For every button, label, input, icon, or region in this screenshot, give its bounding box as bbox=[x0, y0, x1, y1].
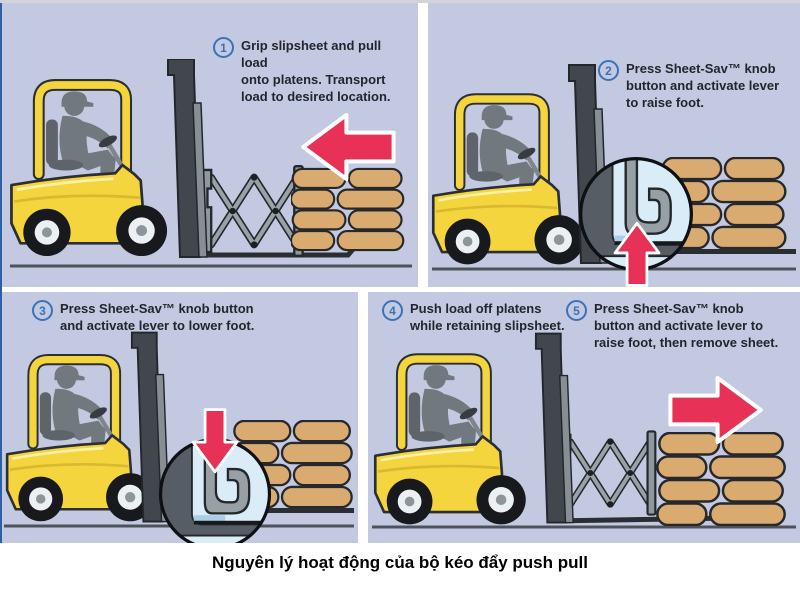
panel-steps-4-5: 4 Push load off platens while retaining … bbox=[368, 292, 800, 543]
step-5-number: 5 bbox=[566, 300, 587, 321]
pantograph bbox=[562, 431, 656, 514]
mast bbox=[167, 59, 208, 258]
mast bbox=[534, 332, 575, 524]
left-border-strip bbox=[0, 3, 2, 543]
load-stack bbox=[656, 432, 786, 526]
step-3-number: 3 bbox=[32, 300, 53, 321]
panel-step-2: 2 Press Sheet-Sav™ knob button and activ… bbox=[428, 3, 800, 287]
forklift bbox=[375, 359, 525, 524]
top-border-strip bbox=[0, 0, 800, 3]
figure-caption: Nguyên lý hoạt động của bộ kéo đẩy push … bbox=[212, 553, 588, 572]
pantograph bbox=[202, 166, 303, 256]
step-4-text: Push load off platens while retaining sl… bbox=[410, 301, 565, 333]
panel-step-1: 1 Grip slipsheet and pull load onto plat… bbox=[2, 3, 418, 287]
step-2-label: 2 Press Sheet-Sav™ knob button and activ… bbox=[598, 60, 798, 112]
step-2-illustration bbox=[428, 63, 796, 287]
step-3-label: 3 Press Sheet-Sav™ knob button and activ… bbox=[32, 300, 292, 335]
step-5-label: 5 Press Sheet-Sav™ knob button and activ… bbox=[566, 300, 798, 352]
platen-fork bbox=[549, 508, 739, 524]
step-3-illustration bbox=[2, 331, 354, 543]
step-2-number: 2 bbox=[598, 60, 619, 81]
step-1-label: 1 Grip slipsheet and pull load onto plat… bbox=[213, 37, 409, 106]
step-3-text: Press Sheet-Sav™ knob button and activat… bbox=[60, 301, 255, 333]
panel-step-3: 3 Press Sheet-Sav™ knob button and activ… bbox=[2, 292, 358, 543]
steps-4-5-illustration bbox=[368, 332, 796, 529]
platen-fork bbox=[624, 249, 796, 254]
forklift bbox=[11, 85, 167, 256]
step-5-text: Press Sheet-Sav™ knob button and activat… bbox=[594, 301, 779, 350]
step-4-label: 4 Push load off platens while retaining … bbox=[382, 300, 572, 335]
platen-fork bbox=[184, 508, 354, 513]
step-1-illustration bbox=[2, 59, 412, 268]
step-1-text: Grip slipsheet and pull load onto platen… bbox=[241, 38, 391, 104]
step-4-number: 4 bbox=[382, 300, 403, 321]
forklift bbox=[7, 360, 154, 522]
load-stack bbox=[291, 167, 405, 252]
step-1-number: 1 bbox=[213, 37, 234, 58]
step-2-text: Press Sheet-Sav™ knob button and activat… bbox=[626, 61, 780, 110]
forklift bbox=[433, 99, 583, 264]
